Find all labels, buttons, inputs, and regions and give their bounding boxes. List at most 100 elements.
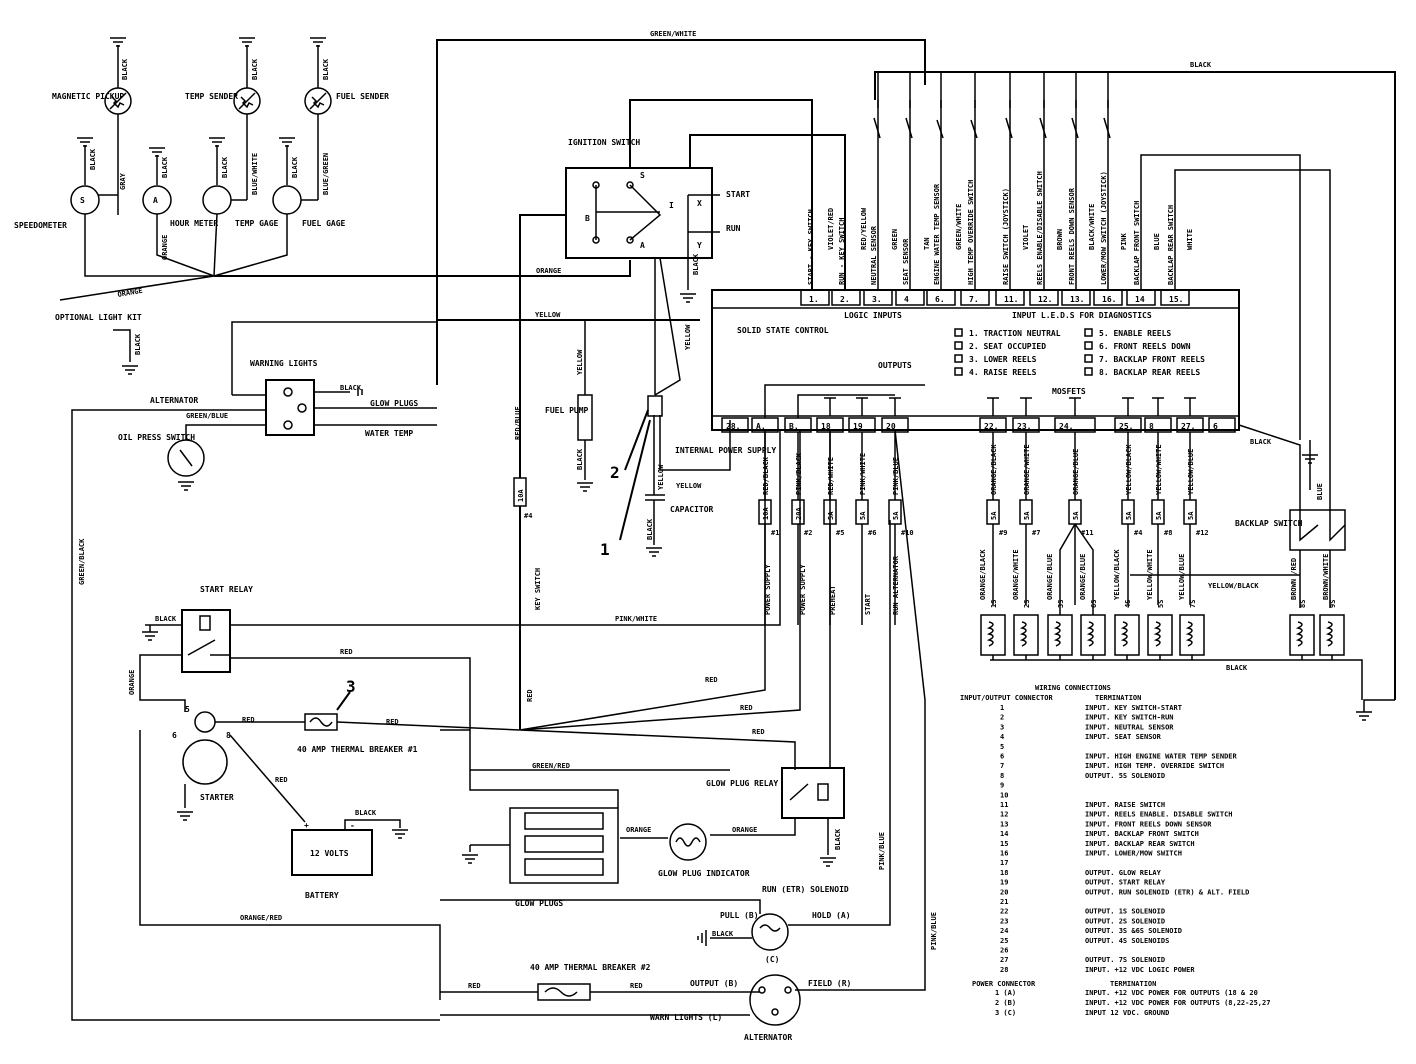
starter-label: STARTER [200,793,234,802]
wire-yellow-label: YELLOW [576,349,584,375]
solenoid-winding [1185,621,1193,647]
input-switch[interactable] [936,119,944,139]
output-fuse-number: #6 [868,529,876,537]
solenoid-wire-color: YELLOW/BLUE [1178,554,1186,600]
input-switch[interactable] [1039,117,1047,139]
input-switch[interactable] [1005,117,1013,139]
callout-leaders: 1 2 [600,409,651,559]
svg-text:A: A [153,196,158,205]
output-fuse-number: #10 [901,529,914,537]
glow-plug-relay[interactable]: GLOW PLUG RELAY BLACK [706,430,845,867]
wire-green-red-label: GREEN/RED [532,762,570,770]
table-row-connector: 6 [1000,753,1004,761]
sol-c-label: (C) [765,955,779,964]
table-row-termination: INPUT. KEY SWITCH-RUN [1085,714,1174,722]
input-switch[interactable] [905,117,913,139]
backlap-switch[interactable]: BACKLAP SWITCH BLUE YELLOW/BLACK BROWN /… [1130,440,1346,608]
solenoid-wire-color: ORANGE/BLUE [1079,554,1087,600]
temp-sender: TEMP SENDER BLACK [185,37,261,115]
led-indicator [1084,354,1093,363]
wire-black-label: BLACK [291,156,299,178]
svg-text:+: + [304,821,309,830]
output-fuse-number: #5 [836,529,844,537]
input-pin [831,289,861,306]
input-switch[interactable] [1103,117,1111,139]
callout-3: 3 [346,677,356,696]
output-fuse-number: #11 [1081,529,1094,537]
table-row-termination: INPUT. BACKLAP FRONT SWITCH [1085,830,1199,838]
solenoid-winding [1019,621,1027,647]
output-b-label: OUTPUT (B) [690,979,738,988]
callout-1: 1 [600,540,610,559]
output-fuse-rating: 5A [1187,511,1195,520]
wire-orange-red-label: ORANGE/RED [240,914,282,922]
ignition-switch[interactable]: IGNITION SWITCH START RUN S B I A X Y [565,138,750,259]
output-fuse-number: #7 [1032,529,1040,537]
input-wire-color: BLUE [1153,233,1161,250]
solenoid-label: 9S [1329,600,1337,608]
output-fuse-number: #4 [1134,529,1142,537]
input-pin-number: 2. [840,295,850,304]
table-row-connector: 23 [1000,917,1008,925]
power-row-connector: 1 (A) [995,989,1016,997]
start-relay[interactable]: START RELAY BLACK [141,585,253,673]
wire-black-label: BLACK [134,333,142,355]
output-fuse-rating: 5A [1072,511,1080,520]
fuel-pump: FUEL PUMP YELLOW BLACK [545,320,594,492]
output-fuse-number: #2 [804,529,812,537]
output-wire-color: PINK/WHITE [859,453,867,495]
input-function-label: BACKLAP FRONT SWITCH [1133,201,1141,285]
svg-text:6: 6 [172,731,177,740]
input-wire-color: BROWN [1056,229,1064,250]
wire-gray-label: GRAY [119,172,127,190]
wire-pink-blue-label: PINK/BLUE [930,912,938,950]
solenoid-winding [986,621,994,647]
input-pin-number: 1. [809,295,819,304]
table-title: WIRING CONNECTIONS [1035,684,1111,692]
battery: 12 VOLTS BATTERY +- BLACK [291,809,409,900]
led-indicator [954,341,963,350]
alternator-label: ALTERNATOR [744,1033,792,1042]
input-pin [895,289,925,306]
input-switch[interactable] [1071,117,1079,139]
output-wire-color: ORANGE/BLUE [1072,449,1080,495]
wire-black-label: BLACK [340,384,362,392]
glow-plugs-warn-label: GLOW PLUGS [370,399,418,408]
battery-volts: 12 VOLTS [310,849,349,858]
mosfet [1122,397,1134,416]
fuel-gage-label: FUEL GAGE [302,219,346,228]
input-switch[interactable] [873,117,881,139]
output-pin-number: 6 [1213,422,1218,431]
solenoid-label: 2S [1023,600,1031,608]
power-table-header-termination: TERMINATION [1110,980,1156,988]
input-switch[interactable] [970,119,978,139]
wire-red-label: RED [275,776,288,784]
output-wire-color: YELLOW/BLACK [1125,444,1133,495]
output-pin-number: 18 [821,422,831,431]
led-label: 2. SEAT OCCUPIED [969,342,1046,351]
wire-orange-label: ORANGE [732,826,757,834]
solenoid-winding [1153,621,1161,647]
output-fuse-number: #12 [1196,529,1209,537]
wire-red-label: RED [340,648,353,656]
table-row-termination: INPUT. LOWER/MOW SWITCH [1085,850,1182,858]
table-row-connector: 8 [1000,772,1004,780]
wire-black-label: BLACK [121,58,129,80]
ignition-switch-label: IGNITION SWITCH [568,138,640,147]
table-row-termination: INPUT. HIGH ENGINE WATER TEMP SENDER [1085,753,1238,761]
wire-black-label: BLACK [712,930,734,938]
mosfet [824,397,836,416]
power-row-termination: INPUT 12 VDC. GROUND [1085,1009,1169,1017]
input-pin-number: 11. [1004,295,1018,304]
output-fuse-rating: 10A [762,507,770,520]
backlap-switch-label: BACKLAP SWITCH [1235,519,1303,528]
wire-green-black-label: GREEN/BLACK [78,538,86,585]
output-fuse-number: #8 [1164,529,1172,537]
power-bus [764,384,925,418]
led-indicator [1084,367,1093,376]
breaker1-label: 40 AMP THERMAL BREAKER #1 [297,745,418,754]
wire-orange-label: ORANGE [128,670,136,695]
magnetic-pickup-sender: MAGNETIC PICKUP BLACK [52,37,132,115]
